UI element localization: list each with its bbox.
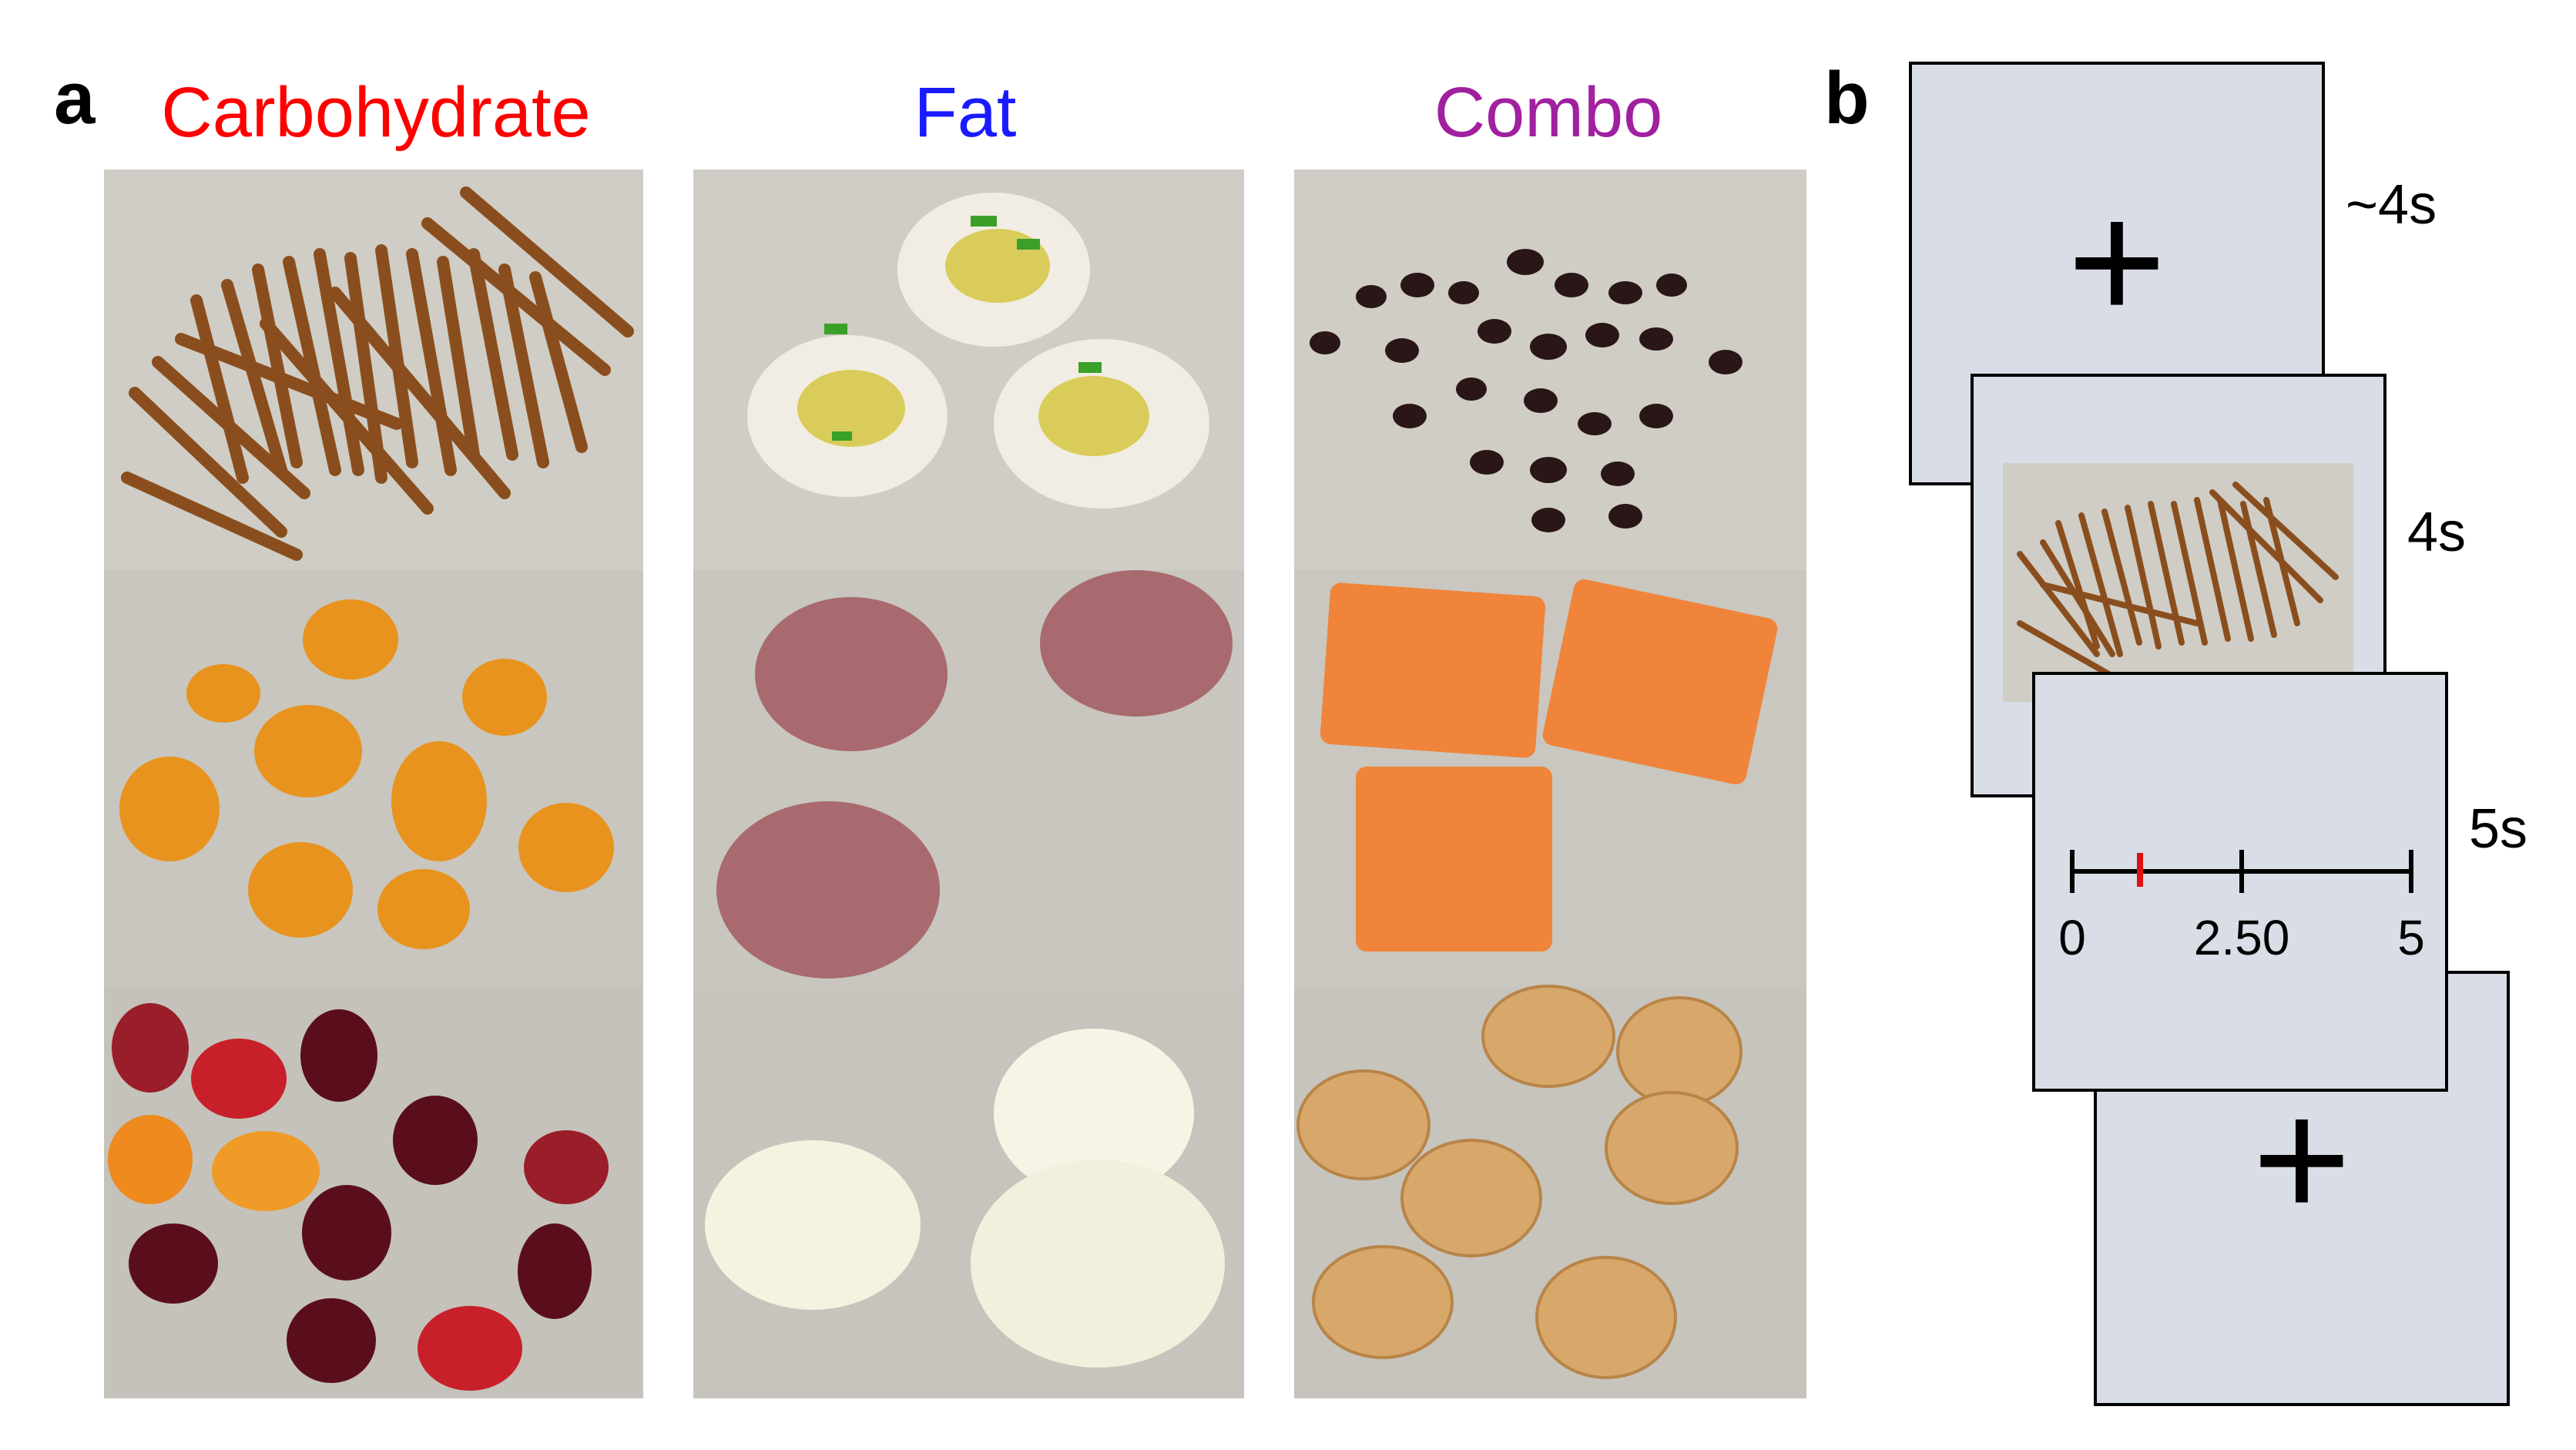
fat-food-photos bbox=[693, 170, 1244, 1398]
category-title-carbohydrate: Carbohydrate bbox=[161, 73, 591, 152]
food-image-screen bbox=[1971, 374, 2386, 797]
panel-a-letter: a bbox=[54, 57, 96, 139]
rating-scale-graphic: 0 2.50 5 bbox=[2058, 850, 2425, 965]
peanut-butter-sandwich-cookies-image bbox=[1296, 985, 1742, 1379]
rating-scale-screen: 0 2.50 5 bbox=[2032, 672, 2448, 1092]
cheese-crackers-image bbox=[1320, 579, 1778, 952]
fixation-cross-final: + bbox=[2252, 1064, 2352, 1254]
cheese-pieces-image bbox=[705, 1029, 1225, 1368]
category-title-combo: Combo bbox=[1434, 73, 1663, 152]
combo-food-photos bbox=[1294, 170, 1806, 1398]
dried-apricots-image bbox=[119, 599, 614, 949]
fixation-cross-initial: + bbox=[2067, 166, 2167, 356]
carbohydrate-food-photos bbox=[104, 170, 643, 1398]
panel-b-letter: b bbox=[1824, 57, 1870, 139]
fat-photo-column bbox=[693, 170, 1244, 1398]
combo-photo-column bbox=[1294, 170, 1806, 1398]
rating-tick-label-0: 0 bbox=[2058, 910, 2086, 965]
timing-label-fixation: ~4s bbox=[2346, 174, 2437, 236]
timing-label-rating: 5s bbox=[2469, 798, 2528, 860]
deviled-eggs-image bbox=[747, 193, 1209, 509]
food-stimulus-image bbox=[2003, 463, 2353, 702]
chocolate-covered-raisins-image bbox=[1310, 249, 1742, 532]
timing-label-food-image: 4s bbox=[2407, 502, 2467, 563]
rating-tick-label-1: 2.50 bbox=[2194, 910, 2290, 965]
carbohydrate-photo-column bbox=[104, 170, 643, 1398]
salami-slices-image bbox=[716, 570, 1233, 978]
category-title-fat: Fat bbox=[914, 73, 1017, 152]
rating-tick-label-2: 5 bbox=[2397, 910, 2425, 965]
pretzel-sticks-image bbox=[121, 186, 634, 561]
fruit-gummies-image bbox=[108, 1003, 609, 1391]
